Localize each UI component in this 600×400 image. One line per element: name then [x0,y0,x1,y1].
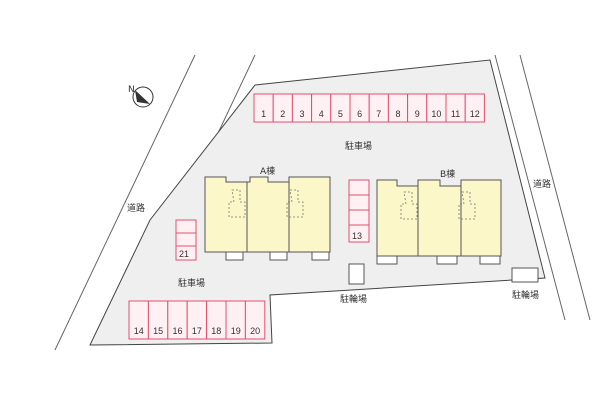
parking-spot-14: 14 [128,300,149,340]
parking-spot-17: 17 [186,300,208,340]
parking-spot-21-label: 21 [179,249,189,259]
parking-spot-20: 20 [244,300,266,340]
parking-spot-1: 1 [253,93,274,123]
north-mark-label: N [128,85,135,95]
parking-spot-4-label: 4 [319,109,324,119]
bike-parking-right [511,267,539,283]
parking-spot-21: 21 [175,219,197,261]
bike-parking-label-left: 駐輪場 [340,293,367,305]
road-right [494,54,591,321]
parking-spot-16: 16 [167,300,188,340]
bike-parking-left [348,263,365,285]
parking-spot-15-label: 15 [153,326,163,336]
parking-spot-5-label: 5 [338,109,343,119]
parking-spot-9: 9 [407,93,428,123]
parking-spot-4: 4 [311,93,332,123]
parking-label-top: 駐車場 [345,140,372,152]
parking-spot-15: 15 [147,300,169,340]
parking-spot-10: 10 [426,93,447,123]
parking-spot-20-label: 20 [250,326,260,336]
parking-spot-3: 3 [291,93,313,123]
parking-spot-16-label: 16 [172,326,182,336]
parking-spot-13: 13 [348,179,370,243]
road-label-right: 道路 [533,178,551,190]
parking-spot-19-label: 19 [231,326,241,336]
parking-spot-2: 2 [272,93,293,123]
road-label-left: 道路 [127,202,145,214]
parking-spot-13-label: 13 [352,231,362,241]
parking-spot-9-label: 9 [415,109,420,119]
parking-spot-19: 19 [225,300,246,340]
parking-spot-11-label: 11 [451,109,460,119]
parking-spot-7-label: 7 [376,109,381,119]
parking-spot-8: 8 [387,93,409,123]
parking-spot-11: 11 [445,93,466,123]
parking-spot-2-label: 2 [280,109,285,119]
building-a [204,176,331,261]
building-a-label: A棟 [260,165,275,177]
parking-spot-18: 18 [206,300,227,340]
parking-spot-10-label: 10 [431,109,441,119]
parking-row-bottom: 14 15 16 17 18 19 20 [128,300,266,340]
parking-spot-12-label: 12 [470,109,480,119]
parking-spot-6: 6 [349,93,370,123]
parking-label-bottom: 駐車場 [178,277,205,289]
parking-spot-7: 7 [368,93,389,123]
parking-spot-12: 12 [464,93,485,123]
building-b [376,179,502,265]
parking-spot-14-label: 14 [134,326,144,336]
parking-spot-18-label: 18 [211,326,221,336]
north-compass-icon: N [128,85,154,108]
building-b-label: B棟 [440,168,455,180]
parking-spot-8-label: 8 [395,109,400,119]
parking-spot-1-label: 1 [261,109,266,119]
parking-spot-5: 5 [330,93,351,123]
bike-parking-label-right: 駐輪場 [512,289,539,301]
parking-spot-17-label: 17 [192,326,202,336]
parking-spot-6-label: 6 [357,109,362,119]
parking-spot-3-label: 3 [299,109,304,119]
